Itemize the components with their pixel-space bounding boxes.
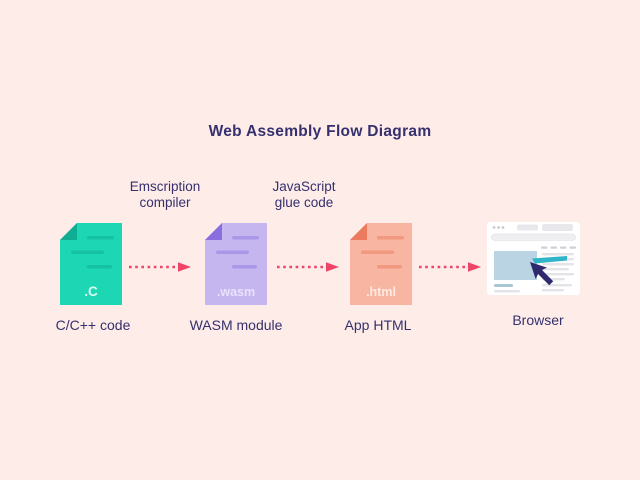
file-text-line [216,250,249,254]
file-text-line [87,236,114,240]
label-line: glue code [274,195,334,210]
flow-arrow-2 [277,262,339,272]
file-body [205,223,267,305]
file-c-svg: .C [60,223,122,305]
browser-icon [487,222,580,300]
arrow-head [468,262,481,272]
cursor-trail [532,256,567,264]
file-extension-label: .wasm [217,285,255,299]
file-text-line [87,265,112,269]
file-text-line [232,236,259,240]
flow-arrow-1 [129,262,191,272]
page-text-line [542,253,574,256]
page-subheading-line [494,284,513,287]
page-text-line [542,289,564,292]
node-caption-html: App HTML [344,317,412,333]
label-line: JavaScript [272,179,336,194]
page-text-line [542,263,574,266]
file-text-line [71,250,104,254]
node-caption-browser: Browser [512,312,564,328]
arrow-head [178,262,191,272]
nav-link [569,246,576,249]
page-text-line [542,273,574,276]
hero-image-placeholder [494,251,537,280]
node-caption-wasm: WASM module [189,317,283,333]
file-text-line [377,265,402,269]
file-body [60,223,122,305]
nav-link [541,246,548,249]
window-dot [501,226,505,229]
page-text-line [494,290,520,293]
node-caption-c: C/C++ code [55,317,131,333]
file-text-line [361,250,394,254]
window-dot [497,226,500,229]
file-html-svg: .html [350,223,412,305]
cursor-icon [530,262,554,286]
file-text-line [377,236,404,240]
label-javascript-glue-code: JavaScript glue code [234,179,374,211]
file-text-line [232,265,257,269]
file-body [350,223,412,305]
page-text-line [542,284,572,287]
file-fold [60,223,77,240]
file-icon-wasm: .wasm [205,223,267,310]
diagram-title: Web Assembly Flow Diagram [208,123,432,140]
arrow-head [326,262,339,272]
flow-arrow-3 [419,262,481,272]
label-line: Emscription [129,179,201,194]
file-fold [205,223,222,240]
label-emscription-compiler: Emscription compiler [95,179,235,211]
file-icon-html: .html [350,223,412,310]
browser-window-svg [487,222,580,295]
cursor-arrow [530,262,554,286]
window-dot [492,226,496,229]
file-extension-label: .html [366,285,396,299]
file-fold [350,223,367,240]
nav-link [550,246,557,249]
file-extension-label: .C [84,284,98,299]
file-wasm-svg: .wasm [205,223,267,305]
browser-tab [542,224,573,231]
label-line: compiler [139,195,191,210]
page-text-line [542,268,569,271]
nav-link [560,246,567,249]
browser-tab [517,224,538,231]
file-icon-c: .C [60,223,122,310]
address-bar [491,233,576,241]
